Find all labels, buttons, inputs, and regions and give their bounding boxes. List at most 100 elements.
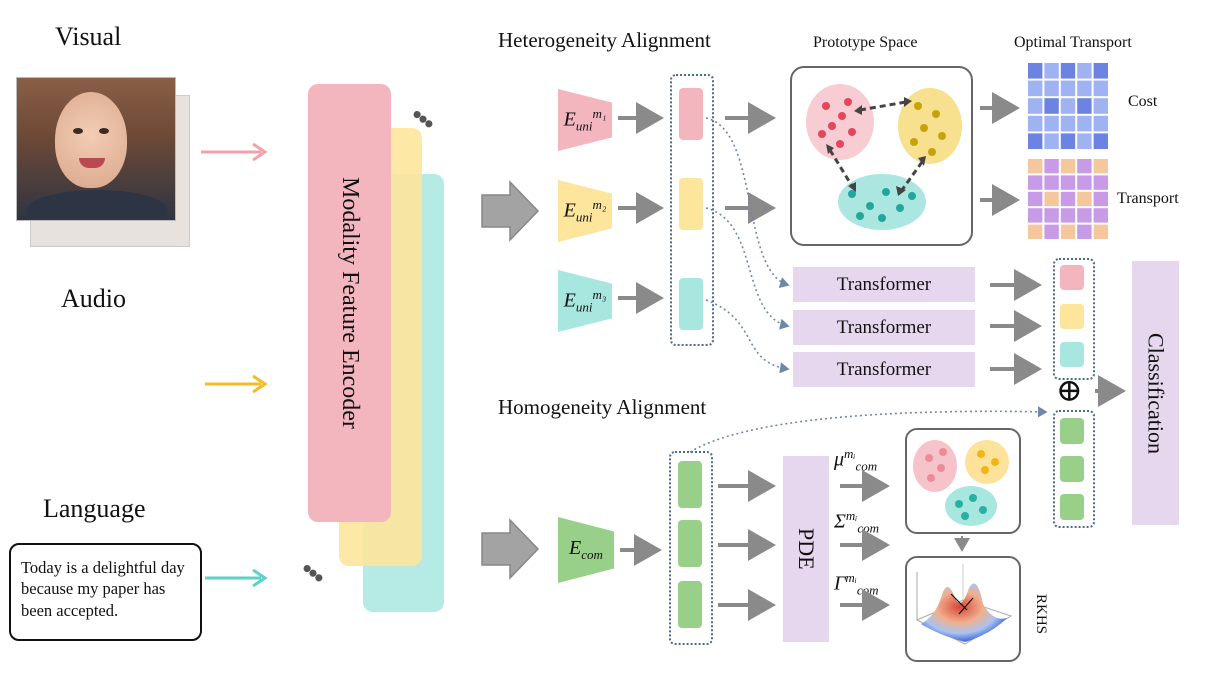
encoder-uni-m2: Eunim₂ [558,180,612,242]
encoder-uni-m1: Eunim₁ [558,89,612,151]
homo-out-2 [1060,456,1084,482]
transformer-2-label: Transformer [836,316,932,338]
stat-sigma-symbol: Σ [834,510,846,533]
stat-sigma-sup: mᵢ [845,508,858,523]
homogeneity-title: Homogeneity Alignment [498,395,707,419]
encoder-label: Modality Feature Encoder [337,177,363,429]
rkhs-label-text: RKHS [1033,593,1049,634]
block-arrow-homo [481,518,540,580]
classification-block: Classification [1132,261,1179,525]
enc-uni-m2-base: E [563,199,576,222]
fusion-plus-icon: ⊕ [1056,372,1083,408]
matrix-cell [1059,223,1077,240]
encoder-uni-m3: Eunim₃ [558,270,612,332]
encoder-common: Ecom [558,517,614,583]
matrix-cell [1027,190,1044,208]
matrix-cell [1076,114,1093,133]
audio-label: Audio [61,284,126,313]
matrix-cell [1092,190,1109,208]
enc-uni-m3-base: E [563,289,576,312]
matrix-cell [1092,207,1109,224]
matrix-cell [1092,62,1109,80]
pde-label: PDE [794,528,819,570]
matrix-cell [1092,114,1109,133]
pde-block: PDE [783,456,829,642]
transport-label: Transport [1117,190,1179,207]
matrix-cell [1027,79,1044,98]
classification-label: Classification [1143,332,1169,454]
matrix-cell [1092,132,1109,150]
hetero-out-yellow [1060,304,1084,329]
matrix-cell [1027,114,1044,133]
matrix-cell [1076,79,1093,98]
matrix-cell [1076,190,1093,208]
prototype-space-panel [790,66,973,246]
enc-com-base: E [569,537,582,559]
matrix-cell [1059,62,1077,80]
matrix-cell [1059,79,1077,98]
matrix-cell [1076,132,1093,150]
matrix-cell [1059,114,1077,133]
matrix-cell [1043,207,1060,224]
matrix-cell [1027,207,1044,224]
audio-waveform [5,324,185,436]
stat-mu: μmᵢcom [834,446,877,475]
matrix-cell [1043,190,1060,208]
enc-uni-m1-base: E [563,108,576,131]
stat-mu-symbol: μ [834,448,845,471]
matrix-cell [1043,114,1060,133]
matrix-cell [1059,190,1077,208]
matrix-cell [1076,158,1093,175]
matrix-cell [1027,97,1044,115]
common-slot-2 [678,520,702,567]
matrix-cell [1027,223,1044,240]
matrix-cell [1027,62,1044,80]
matrix-cell [1092,174,1109,191]
input-arrows [201,142,268,588]
enc-uni-m1-sub: uni [575,118,593,134]
rkhs-label: RKHS [1032,592,1049,636]
transformer-2: Transformer [793,310,975,345]
distribution-clusters [913,440,1009,526]
transport-matrix [1027,158,1109,240]
optimal-transport-title: Optimal Transport [1014,34,1132,51]
face-image-stack [16,77,190,247]
stat-sigma: Σmᵢcom [834,508,879,537]
common-slot-3 [678,581,702,628]
matrix-cell [1027,158,1044,175]
matrix-cell [1059,97,1077,115]
stat-mu-sub: com [855,458,878,474]
matrix-cell [1059,158,1077,175]
heterogeneity-title: Heterogeneity Alignment [498,28,711,52]
enc-com-sub: com [581,547,603,562]
face-photo [16,77,176,221]
matrix-cell [1092,223,1109,240]
transformer-1-label: Transformer [836,273,932,295]
homo-output-column [1053,410,1095,528]
matrix-cell [1043,158,1060,175]
stat-gamma-symbol: Γ [834,572,846,595]
matrix-cell [1043,62,1060,80]
prototype-clusters [806,84,962,230]
matrix-cell [1059,207,1077,224]
hetero-output-column [1053,258,1095,380]
common-slot-1 [678,461,702,508]
stat-gamma: Γmᵢcom [834,570,879,599]
homo-out-1 [1060,418,1084,444]
prototype-space-title: Prototype Space [813,34,918,51]
feature-slot-yellow [679,178,703,230]
visual-label: Visual [55,22,122,51]
matrix-cell [1076,223,1093,240]
matrix-cell [1043,223,1060,240]
enc-uni-m2-sub: uni [575,209,593,225]
hetero-out-teal [1060,342,1084,367]
matrix-cell [1092,79,1109,98]
matrix-cell [1076,174,1093,191]
homo-out-3 [1060,494,1084,520]
matrix-cell [1076,207,1093,224]
transformer-1: Transformer [793,267,975,302]
enc-uni-m1-sup: m₁ [592,105,607,121]
stat-gamma-sub: com [856,582,879,598]
matrix-cell [1092,158,1109,175]
rkhs-surface-plot [915,564,1013,645]
